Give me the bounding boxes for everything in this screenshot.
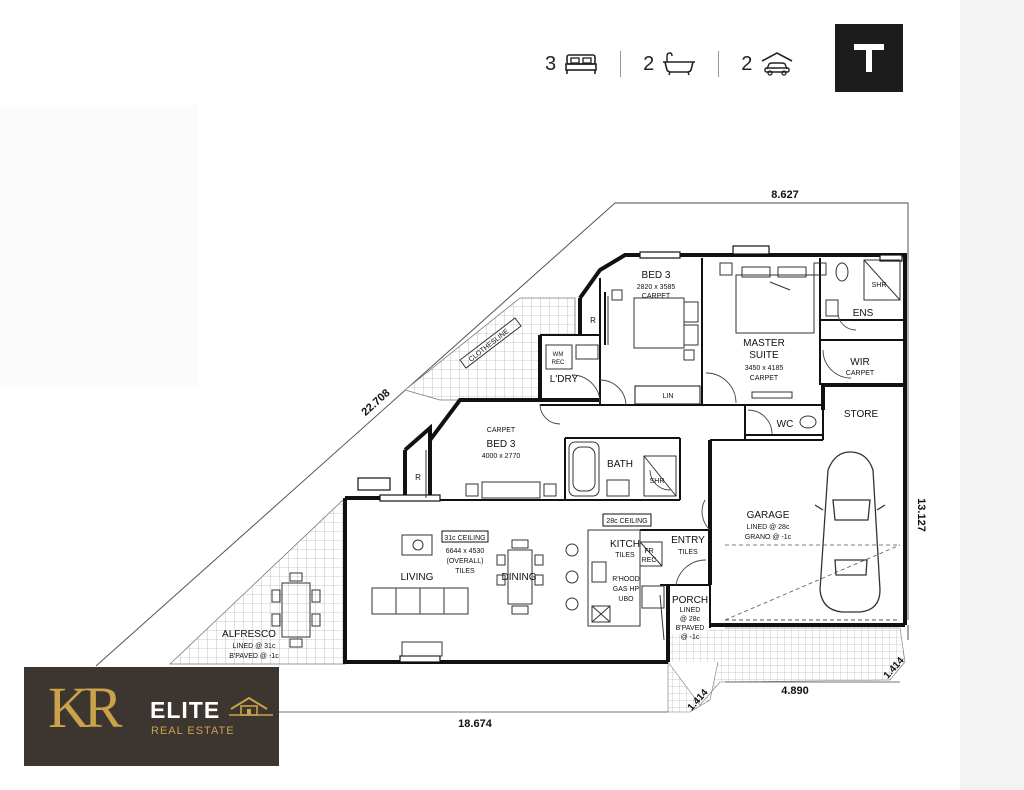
store-label: STORE bbox=[844, 409, 879, 420]
garage-label: GARAGE bbox=[747, 510, 790, 521]
room-labels: BED 3 2820 x 3585 CARPET MASTER SUITE 34… bbox=[222, 270, 886, 660]
agency-logo: KR ELITE REAL ESTATE bbox=[24, 667, 279, 766]
laundry-fixtures bbox=[545, 344, 599, 370]
garage-number: 2 bbox=[741, 52, 753, 75]
brand-mark bbox=[835, 24, 903, 92]
bedroom-number: 3 bbox=[545, 52, 557, 75]
car-icon bbox=[761, 52, 793, 76]
robe-top-label: R bbox=[590, 316, 596, 325]
master-bed bbox=[719, 262, 827, 399]
bed3-mid-size: 4000 x 2770 bbox=[482, 453, 521, 460]
laundry-recess-label: REC bbox=[552, 360, 565, 366]
dining-label: DINING bbox=[502, 572, 537, 583]
brand-mark-stem bbox=[866, 50, 872, 72]
wir-floor: CARPET bbox=[846, 370, 875, 377]
porch-line3: B'PAVED bbox=[676, 625, 705, 632]
kitchen-floor: TILES bbox=[615, 552, 635, 559]
bed3-top-label: BED 3 bbox=[642, 270, 671, 281]
laundry-label: L'DRY bbox=[550, 374, 579, 385]
dimension-right: 13.127 bbox=[915, 498, 927, 532]
bed-icon bbox=[565, 54, 597, 74]
house-icon bbox=[229, 696, 273, 716]
gas-hotplate-label: GAS HP bbox=[613, 586, 640, 593]
property-summary: 3 2 2 bbox=[545, 44, 794, 84]
interior-walls bbox=[430, 258, 905, 628]
ens-label: ENS bbox=[853, 308, 874, 319]
dimension-garage-front: 4.890 bbox=[781, 685, 809, 697]
alfresco-line2: B'PAVED @ -1c bbox=[229, 653, 279, 660]
wir-label: WIR bbox=[850, 357, 869, 368]
bed3-top-size: 2820 x 3585 bbox=[637, 284, 676, 291]
garage-count: 2 bbox=[741, 52, 794, 76]
living-furniture bbox=[271, 534, 544, 657]
car bbox=[814, 451, 886, 613]
living-floor: TILES bbox=[455, 568, 475, 575]
fridge-label: FR bbox=[644, 548, 653, 555]
blank-panel bbox=[0, 105, 198, 387]
brand-mark-bar bbox=[854, 44, 884, 50]
bed3-mid-floor: CARPET bbox=[487, 427, 516, 434]
bath-label: BATH bbox=[607, 459, 633, 470]
master-label-2: SUITE bbox=[749, 350, 779, 361]
wc-label: WC bbox=[777, 419, 794, 430]
entry-label: ENTRY bbox=[671, 535, 705, 546]
floor-plan: CLOTHESLINE bbox=[95, 189, 927, 730]
washing-machine-label: WM bbox=[553, 352, 564, 358]
living-label: LIVING bbox=[401, 572, 434, 583]
kitchen-ceiling: 28c CEILING bbox=[606, 518, 647, 525]
kitchen-label: KITCH bbox=[610, 539, 640, 550]
robe-mid-label: R bbox=[415, 473, 421, 482]
door-swings bbox=[539, 313, 857, 586]
garage-door bbox=[724, 544, 901, 621]
bed3-mid-label: BED 3 bbox=[487, 439, 516, 450]
alfresco-line1: LINED @ 31c bbox=[233, 643, 276, 650]
dimension-bottom: 18.674 bbox=[458, 718, 493, 730]
front-paving bbox=[667, 627, 906, 713]
porch-line1: LINED bbox=[680, 607, 701, 614]
rangehood-label: R'HOOD bbox=[612, 576, 639, 583]
linen-label: LIN bbox=[663, 393, 674, 400]
kitchen-fixtures bbox=[565, 529, 665, 641]
logo-tagline: REAL ESTATE bbox=[151, 725, 235, 737]
porch-label: PORCH bbox=[672, 595, 708, 606]
bed3-mid-bed bbox=[465, 481, 557, 499]
living-ceiling: 31c CEILING bbox=[444, 535, 485, 542]
windows bbox=[357, 245, 903, 663]
master-label-1: MASTER bbox=[743, 338, 785, 349]
summary-divider bbox=[718, 51, 720, 77]
bath-icon bbox=[663, 52, 696, 76]
porch-paving bbox=[668, 628, 725, 662]
robes bbox=[425, 296, 609, 498]
dimension-diagonal: 22.708 bbox=[359, 387, 392, 418]
bathroom-number: 2 bbox=[643, 52, 655, 75]
summary-divider bbox=[620, 51, 622, 77]
entry-floor: TILES bbox=[678, 549, 698, 556]
logo-monogram: KR bbox=[48, 675, 123, 740]
bedroom-count: 3 bbox=[545, 52, 598, 76]
master-floor: CARPET bbox=[750, 375, 779, 382]
alfresco-label: ALFRESCO bbox=[222, 629, 276, 640]
oven-label: UBO bbox=[618, 596, 634, 603]
garage-line1: LINED @ 28c bbox=[747, 524, 790, 531]
dimension-top: 8.627 bbox=[771, 189, 799, 201]
porch-line4: @ -1c bbox=[681, 634, 700, 641]
master-size: 3450 x 4185 bbox=[745, 365, 784, 372]
bed3-top-floor: CARPET bbox=[642, 293, 671, 300]
bed3-top-bed bbox=[611, 289, 701, 405]
garage-line2: GRANO @ -1c bbox=[745, 534, 792, 541]
side-panel bbox=[960, 0, 1024, 790]
living-overall: (OVERALL) bbox=[447, 558, 484, 565]
living-size: 6644 x 4530 bbox=[446, 548, 485, 555]
bath-fixtures bbox=[568, 259, 901, 497]
logo-name: ELITE bbox=[150, 697, 221, 723]
fridge-recess-label: REC bbox=[642, 557, 657, 564]
porch-line2: @ 28c bbox=[680, 616, 701, 623]
bath-shower-label: SHR bbox=[650, 478, 665, 485]
ens-shower-label: SHR bbox=[872, 282, 887, 289]
bathroom-count: 2 bbox=[643, 52, 696, 76]
